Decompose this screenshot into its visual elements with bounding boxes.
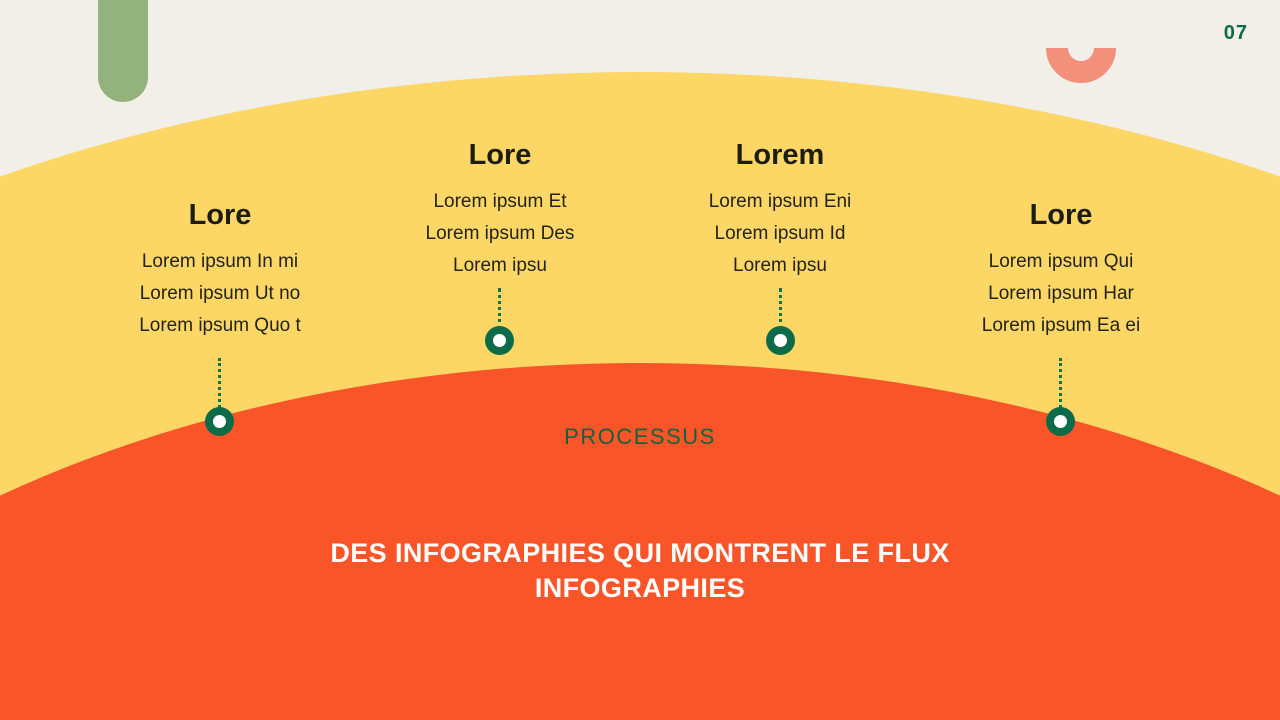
- step-3-line-2: Lorem ipsum Id: [714, 222, 846, 244]
- step-4-body: Lorem ipsum Qui Lorem ipsum Har Lorem ip…: [930, 246, 1192, 342]
- processus-label: PROCESSUS: [564, 424, 716, 449]
- step-marker-4: [1046, 407, 1075, 436]
- step-block-2: Lore Lorem ipsum Et Lorem ipsum Des Lore…: [370, 139, 630, 282]
- connector-line-3: [779, 288, 782, 330]
- step-4-line-3: Lorem ipsum Ea ei: [981, 314, 1141, 336]
- step-marker-1: [205, 407, 234, 436]
- step-2-heading: Lore: [468, 139, 532, 171]
- step-1-line-1: Lorem ipsum In mi: [141, 250, 299, 272]
- step-4-line-2: Lorem ipsum Har: [988, 282, 1134, 304]
- step-3-body: Lorem ipsum Eni Lorem ipsum Id Lorem ips…: [650, 186, 910, 282]
- step-2-body: Lorem ipsum Et Lorem ipsum Des Lorem ips…: [370, 186, 630, 282]
- step-1-heading: Lore: [188, 199, 252, 231]
- step-4-line-1: Lorem ipsum Qui: [988, 250, 1134, 272]
- connector-line-1: [218, 358, 221, 408]
- step-3-heading: Lorem: [735, 139, 825, 171]
- step-1-line-3: Lorem ipsum Quo t: [139, 314, 301, 336]
- step-marker-2: [485, 326, 514, 355]
- connector-line-4: [1059, 358, 1062, 408]
- step-3-line-3: Lorem ipsu: [733, 254, 827, 276]
- step-marker-3: [766, 326, 795, 355]
- sage-pill-decoration: [98, 0, 148, 102]
- page-number: 07: [1223, 22, 1248, 44]
- salmon-half-donut-decoration: [1046, 48, 1116, 83]
- step-block-4: Lore Lorem ipsum Qui Lorem ipsum Har Lor…: [930, 199, 1192, 342]
- step-1-body: Lorem ipsum In mi Lorem ipsum Ut no Lore…: [85, 246, 355, 342]
- step-2-line-1: Lorem ipsum Et: [433, 190, 567, 212]
- step-4-heading: Lore: [1029, 199, 1093, 231]
- step-2-line-3: Lorem ipsu: [453, 254, 547, 276]
- main-title: DES INFOGRAPHIES QUI MONTRENT LE FLUX IN…: [330, 538, 950, 603]
- connector-line-2: [498, 288, 501, 330]
- step-1-line-2: Lorem ipsum Ut no: [139, 282, 301, 304]
- step-block-1: Lore Lorem ipsum In mi Lorem ipsum Ut no…: [85, 199, 355, 342]
- step-2-line-2: Lorem ipsum Des: [425, 222, 575, 244]
- step-3-line-1: Lorem ipsum Eni: [708, 190, 852, 212]
- step-block-3: Lorem Lorem ipsum Eni Lorem ipsum Id Lor…: [650, 139, 910, 282]
